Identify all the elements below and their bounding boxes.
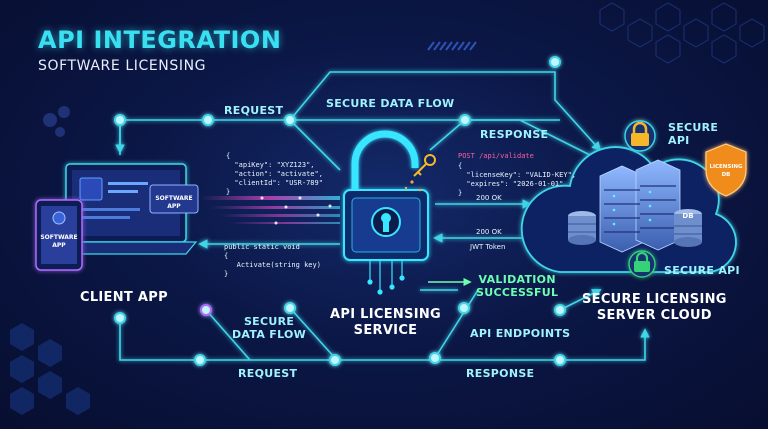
key-icon [413, 154, 436, 177]
label-api-endpoints: API ENDPOINTS [470, 327, 571, 340]
database-icon-right [674, 209, 702, 247]
label-response-bottom: RESPONSE [466, 367, 535, 380]
jwt-token-label: JWT Token [470, 243, 506, 251]
label-secure-licensing-server-cloud: SECURE LICENSING SERVER CLOUD [582, 292, 727, 323]
label-validation-successful: VALIDATION SUCCESSFUL [476, 273, 559, 299]
label-client-app: CLIENT APP [80, 290, 168, 305]
hex-pattern-bottom-left [10, 323, 90, 415]
shield-icon [705, 143, 747, 197]
database-icon-left [568, 211, 596, 245]
padlock-icon [343, 130, 429, 261]
status-ok-1: 200 OK [476, 194, 502, 202]
db-small-label: DB [682, 212, 694, 220]
hex-dots-left [43, 106, 70, 137]
label-secure-data-flow-bottom: SECURE DATA FLOW [232, 315, 307, 341]
tablet-software-app-chip: SOFTWARE APP [40, 234, 78, 249]
stripe-decoration [427, 41, 477, 51]
laptop-app-chip-bg [149, 184, 199, 214]
request-json-code: { "apiKey": "XYZ123", "action": "activat… [226, 152, 323, 196]
page-title: API INTEGRATION [38, 26, 282, 54]
secure-api-lock-icon [624, 120, 656, 152]
label-secure-api-bottom: SECURE API [664, 264, 740, 277]
label-request-bottom: REQUEST [238, 367, 298, 380]
method-code: public static void { Activate(string key… [224, 243, 321, 278]
status-ok-2: 200 OK [476, 228, 502, 236]
flow-nodes [114, 56, 566, 366]
response-json-code: { "licenseKey": "VALID-KEY", "expires": … [458, 162, 577, 197]
lock-circuit-traces [367, 260, 405, 295]
laptop-icon [54, 163, 198, 255]
post-endpoint-line: POST /api/validate [458, 152, 534, 160]
flow-lines [115, 71, 650, 361]
hex-pattern-top-right [599, 2, 765, 64]
label-request-top: REQUEST [224, 104, 284, 117]
tablet-icon [35, 199, 83, 271]
page-subtitle: SOFTWARE LICENSING [38, 58, 207, 74]
label-api-licensing-service: API LICENSING SERVICE [330, 307, 442, 338]
data-stream [200, 196, 340, 225]
label-secure-data-flow-top: SECURE DATA FLOW [326, 97, 455, 110]
secure-api-green-lock-icon [628, 250, 656, 278]
server-rack-icon [599, 159, 681, 253]
sparkles [404, 180, 422, 192]
licensing-db-badge: LICENSING DB [709, 164, 743, 178]
laptop-software-app-chip: SOFTWARE APP [155, 195, 193, 210]
label-response-top: RESPONSE [480, 128, 549, 141]
label-secure-api-top: SECURE API [668, 121, 719, 147]
